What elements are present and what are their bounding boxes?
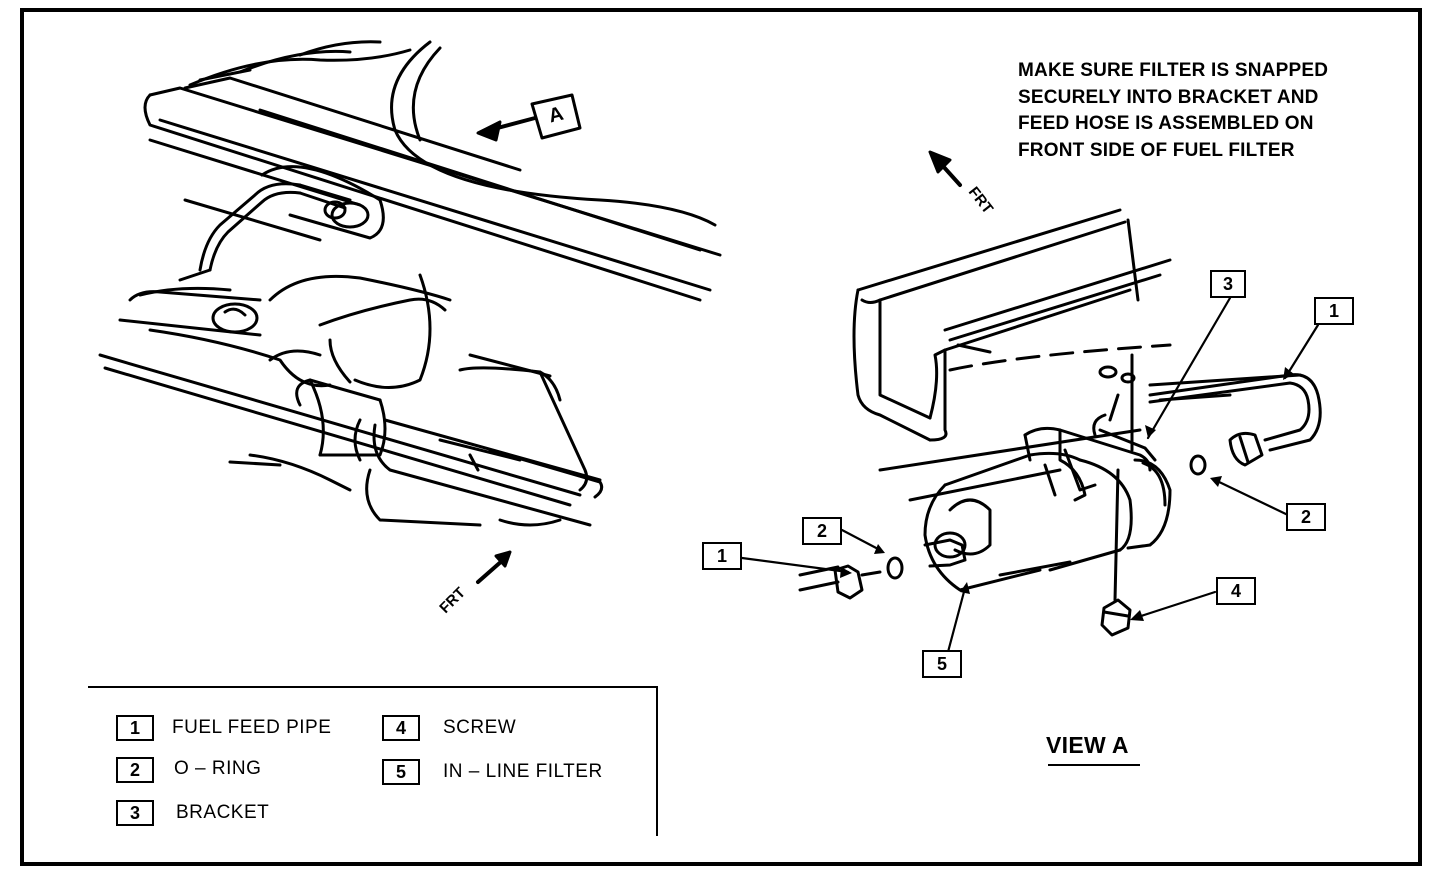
- legend-text-5: IN – LINE FILTER: [443, 761, 603, 782]
- frame-rail-upper: [143, 68, 722, 302]
- frame-channel: [852, 208, 1302, 502]
- frt-arrow-right: [928, 150, 962, 187]
- floor-contour-lines: [188, 40, 717, 227]
- frt-arrow-left: [476, 550, 512, 584]
- view-a-title: VIEW A: [1046, 732, 1129, 758]
- note-line-4: FRONT SIDE OF FUEL FILTER: [1018, 139, 1295, 161]
- screw-right: [1100, 468, 1132, 637]
- view-a-underline: [1048, 764, 1140, 766]
- assembly-note: MAKE SURE FILTER IS SNAPPED SECURELY INT…: [1018, 58, 1328, 164]
- legend-text-3: BRACKET: [176, 802, 270, 823]
- legend-text-1: FUEL FEED PIPE: [172, 717, 332, 738]
- callout-in-line-filter: 5: [922, 650, 962, 678]
- bracket-and-filter-right: [923, 353, 1172, 592]
- tank-shield: [98, 273, 589, 507]
- legend-num-4: 4: [382, 715, 420, 741]
- callout-bracket: 3: [1210, 270, 1246, 298]
- fuel-line-pipe-left: [178, 165, 385, 282]
- callout-o-ring-right: 2: [1286, 503, 1326, 531]
- diagram-frame: [20, 8, 1422, 866]
- legend-num-1: 1: [116, 715, 154, 741]
- legend-text-4: SCREW: [443, 717, 517, 738]
- callout-feed-pipe-right: 1: [1314, 297, 1354, 325]
- callout-o-ring-left: 2: [802, 517, 842, 545]
- callout-feed-pipe-left: 1: [702, 542, 742, 570]
- fuel-filter-left: [228, 378, 604, 527]
- feed-hose-left-side: [798, 538, 967, 600]
- legend-text-2: O – RING: [174, 758, 262, 779]
- legend-num-3: 3: [116, 800, 154, 826]
- legend-num-2: 2: [116, 757, 154, 783]
- note-line-2: SECURELY INTO BRACKET AND: [1018, 86, 1319, 108]
- view-a-arrow: [476, 93, 582, 142]
- legend-num-5: 5: [382, 759, 420, 785]
- callout-screw: 4: [1216, 577, 1256, 605]
- feed-pipe-right: [1148, 373, 1322, 476]
- legend: [88, 686, 658, 836]
- note-line-1: MAKE SURE FILTER IS SNAPPED: [1018, 60, 1329, 81]
- note-line-3: FEED HOSE IS ASSEMBLED ON: [1018, 113, 1314, 134]
- leader-arrowheads: [840, 367, 1294, 621]
- leader-lines: [740, 296, 1320, 654]
